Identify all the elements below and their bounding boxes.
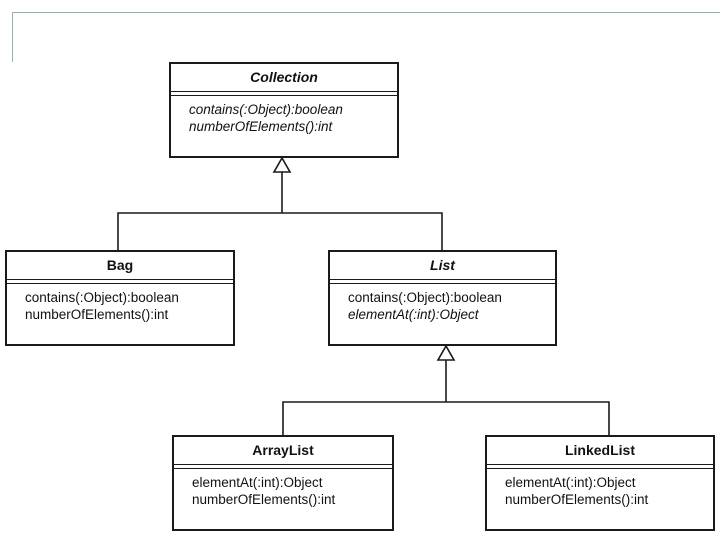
attribute-compartment: [7, 280, 233, 284]
attribute-compartment: [174, 465, 392, 469]
class-name-bag: Bag: [7, 252, 233, 280]
operation: contains(:Object):boolean: [25, 290, 179, 305]
class-name-linkedlist: LinkedList: [487, 437, 713, 465]
class-linkedlist: LinkedList elementAt(:int):Object number…: [485, 435, 715, 531]
operation: numberOfElements():int: [189, 119, 333, 134]
operation: numberOfElements():int: [192, 492, 336, 507]
inheritance-line-arraylist: [282, 401, 446, 435]
operation: numberOfElements():int: [505, 492, 649, 507]
inheritance-line-linkedlist: [446, 401, 610, 435]
attribute-compartment: [487, 465, 713, 469]
operations-compartment: elementAt(:int):Object numberOfElements(…: [487, 469, 713, 508]
attribute-compartment: [330, 280, 555, 284]
class-arraylist: ArrayList elementAt(:int):Object numberO…: [172, 435, 394, 531]
operation: contains(:Object):boolean: [189, 102, 343, 117]
operations-compartment: contains(:Object):boolean elementAt(:int…: [330, 284, 555, 323]
inheritance-line-list: [282, 212, 443, 250]
class-name-arraylist: ArrayList: [174, 437, 392, 465]
operation: elementAt(:int):Object: [192, 475, 323, 490]
inheritance-line-bag: [117, 212, 282, 250]
operation: elementAt(:int):Object: [505, 475, 636, 490]
operation: numberOfElements():int: [25, 307, 169, 322]
class-collection: Collection contains(:Object):boolean num…: [169, 62, 399, 158]
slide-title-frame: [12, 12, 720, 62]
generalization-arrowhead-collection: [272, 156, 292, 173]
operations-compartment: contains(:Object):boolean numberOfElemen…: [171, 96, 397, 135]
class-name-collection: Collection: [171, 64, 397, 92]
generalization-arrowhead-list: [436, 344, 456, 361]
operations-compartment: elementAt(:int):Object numberOfElements(…: [174, 469, 392, 508]
operation: contains(:Object):boolean: [348, 290, 502, 305]
class-bag: Bag contains(:Object):boolean numberOfEl…: [5, 250, 235, 346]
class-name-list: List: [330, 252, 555, 280]
class-list: List contains(:Object):boolean elementAt…: [328, 250, 557, 346]
operations-compartment: contains(:Object):boolean numberOfElemen…: [7, 284, 233, 323]
operation: elementAt(:int):Object: [348, 307, 479, 322]
attribute-compartment: [171, 92, 397, 96]
